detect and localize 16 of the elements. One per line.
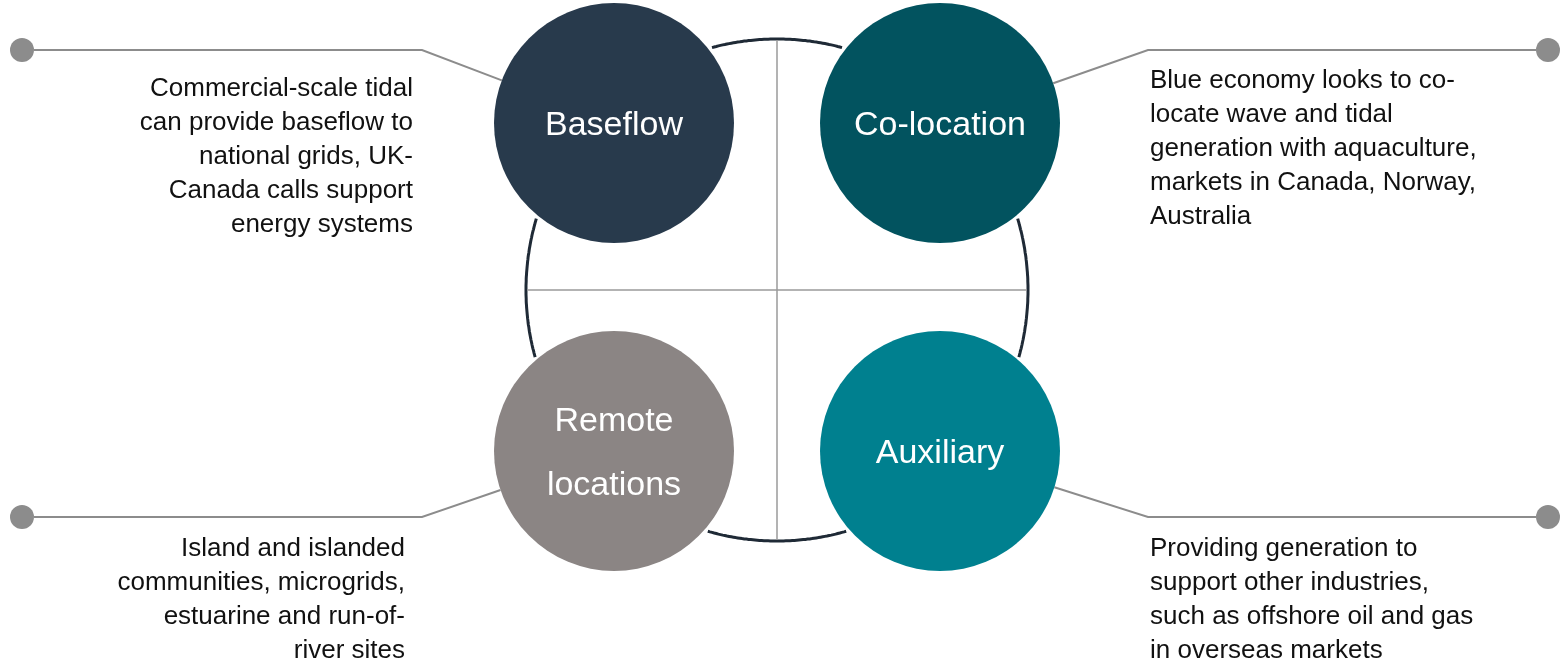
leader-line xyxy=(1052,49,1537,85)
description-text: Island and islanded communities, microgrids, estuarine and run-of-river sites xyxy=(116,531,405,666)
description-text: Providing generation to support other industries, such as offshore oil and gas in overseas markets xyxy=(1150,531,1475,666)
circle-label: Co-location xyxy=(853,103,1027,144)
circle-label: Auxiliary xyxy=(874,431,1006,472)
leader-line xyxy=(33,489,502,518)
circle-label: Baseflow xyxy=(544,103,684,144)
leader-line xyxy=(1053,486,1537,518)
leader-line xyxy=(33,49,503,82)
circle-label: Remote locations xyxy=(545,399,683,504)
endpoint-dot xyxy=(10,505,34,529)
description-text: Blue economy looks to co-locate wave and tidal generation with aquaculture, markets in Canada, Norway, Australia xyxy=(1150,63,1478,232)
endpoint-dot xyxy=(1536,38,1560,62)
endpoint-dot xyxy=(1536,505,1560,529)
endpoint-dot xyxy=(10,38,34,62)
description-text: Commercial-scale tidal can provide baseflow to national grids, UK-Canada calls support energy systems xyxy=(138,71,413,240)
